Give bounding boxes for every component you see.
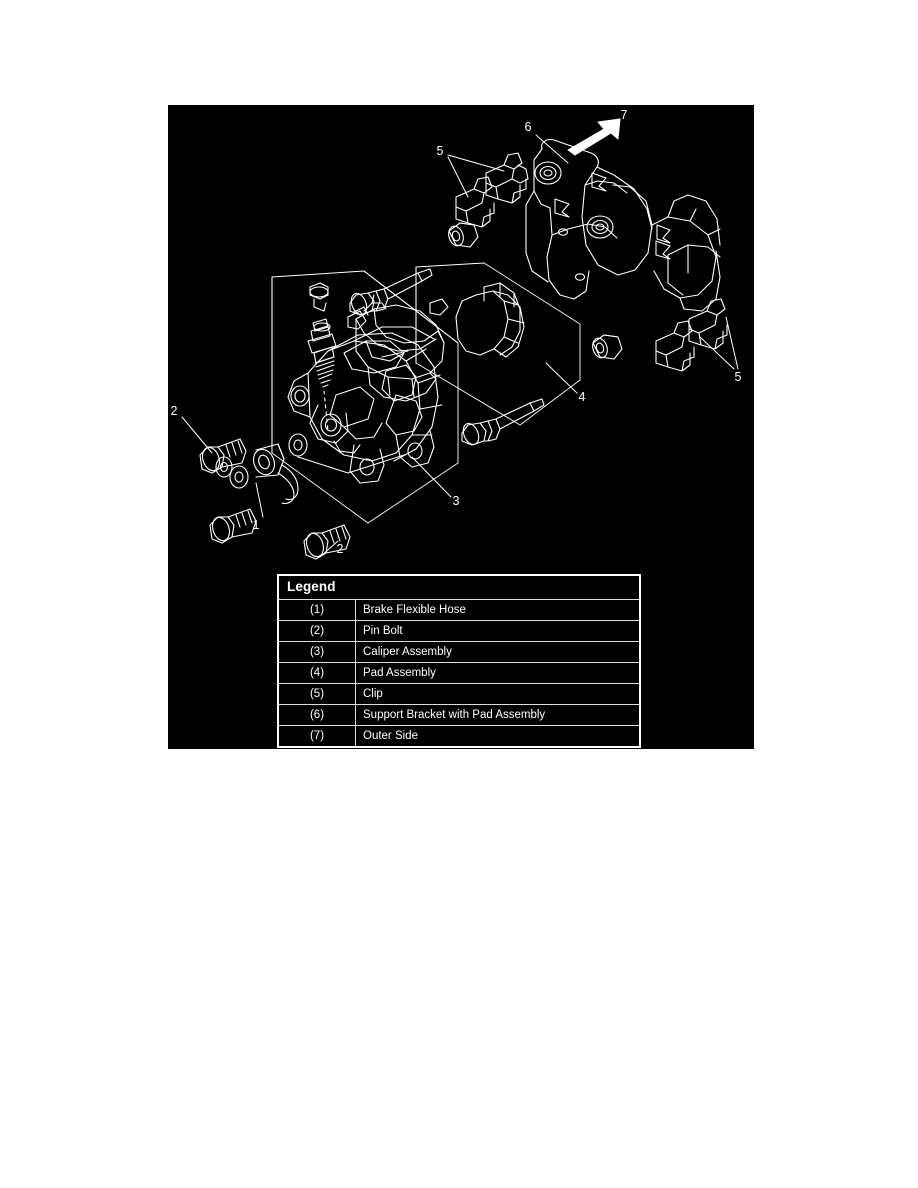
legend-item-number: (5) <box>277 683 356 705</box>
callout-3: 3 <box>453 494 460 508</box>
exploded-brake-diagram: 1 2 2 3 4 5 5 6 7 <box>171 108 742 560</box>
legend-item-number: (4) <box>277 662 356 684</box>
brake-flexible-hose-part <box>215 433 308 505</box>
legend-row: (3)Caliper Assembly <box>277 641 641 663</box>
legend-row: (1)Brake Flexible Hose <box>277 599 641 621</box>
legend-item-number: (2) <box>277 620 356 642</box>
guide-pin-part <box>461 398 545 446</box>
legend-item-number: (3) <box>277 641 356 663</box>
callout-4: 4 <box>579 390 586 404</box>
callout-2-left: 2 <box>171 404 178 418</box>
pin-bolt-part <box>303 524 351 560</box>
legend-row: (4)Pad Assembly <box>277 662 641 684</box>
figure-panel: 1 2 2 3 4 5 5 6 7 Legend (1)Brake Flexib… <box>168 105 754 749</box>
bushing-part <box>592 334 623 360</box>
legend-item-description: Pin Bolt <box>355 620 641 642</box>
clip-part <box>455 176 495 228</box>
pin-bolt-part <box>199 438 247 474</box>
legend-item-description: Brake Flexible Hose <box>355 599 641 621</box>
support-bracket-part <box>525 139 721 312</box>
callout-6: 6 <box>525 120 532 134</box>
callout-5-right: 5 <box>735 370 742 384</box>
callout-1: 1 <box>253 518 260 532</box>
legend-item-description: Caliper Assembly <box>355 641 641 663</box>
bleeder-screw-part <box>307 282 337 388</box>
legend-title: Legend <box>277 574 641 600</box>
legend-item-description: Clip <box>355 683 641 705</box>
bushing-part <box>448 222 479 248</box>
guide-pin-part <box>349 268 433 316</box>
legend-row: (7)Outer Side <box>277 725 641 748</box>
legend-item-number: (7) <box>277 725 356 748</box>
legend-item-description: Outer Side <box>355 725 641 748</box>
legend-item-description: Pad Assembly <box>355 662 641 684</box>
legend-row: (6)Support Bracket with Pad Assembly <box>277 704 641 726</box>
legend-row: (5)Clip <box>277 683 641 705</box>
clip-part <box>688 298 728 350</box>
legend-header-row: Legend <box>277 574 641 600</box>
clip-part <box>655 320 695 372</box>
leader-lines <box>181 134 739 558</box>
caliper-assembly-part <box>271 270 459 524</box>
callout-2-bottom: 2 <box>337 542 344 556</box>
pin-bolt-part <box>209 508 257 544</box>
clip-part <box>485 152 529 204</box>
legend-row: (2)Pin Bolt <box>277 620 641 642</box>
callout-5-upper: 5 <box>437 144 444 158</box>
callout-7: 7 <box>621 108 628 122</box>
legend-item-number: (1) <box>277 599 356 621</box>
legend-item-number: (6) <box>277 704 356 726</box>
pad-assembly-part <box>347 262 581 426</box>
legend-item-description: Support Bracket with Pad Assembly <box>355 704 641 726</box>
legend-table: Legend (1)Brake Flexible Hose(2)Pin Bolt… <box>277 574 641 748</box>
direction-arrow-icon <box>567 118 621 156</box>
